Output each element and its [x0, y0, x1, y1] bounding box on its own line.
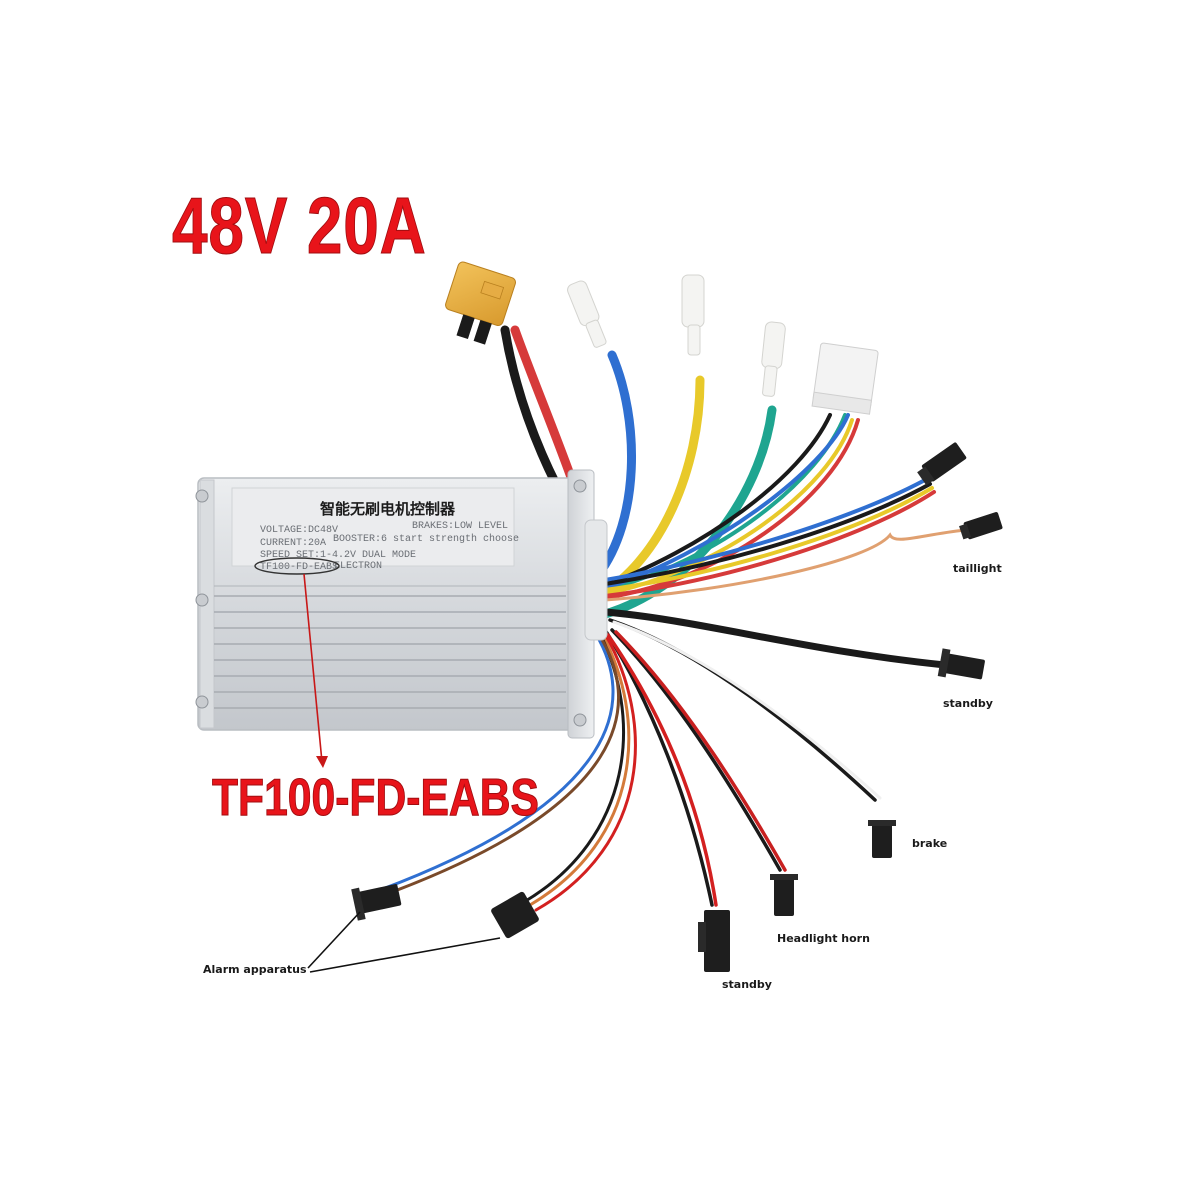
label-standby-right: standby [943, 697, 993, 710]
alarm-connector-1-icon [351, 884, 402, 921]
phase-connector-yellow-icon [681, 274, 705, 356]
voltage-current-title: 48V 20A [172, 181, 427, 270]
phase-connector-blue-icon [567, 280, 607, 348]
plate-maker: ELECTRON [334, 561, 382, 572]
model-callout: TF100-FD-EABS [212, 769, 540, 827]
label-taillight: taillight [953, 562, 1002, 575]
model-arrow-icon [303, 573, 328, 768]
label-headlight-horn: Headlight horn [777, 932, 870, 945]
plate-booster: BOOSTER:6 start strength choose [333, 533, 519, 545]
controller-case: 智能无刷电机控制器 BRAKES:LOW LEVEL VOLTAGE:DC48V… [195, 469, 608, 739]
label-brake: brake [912, 837, 948, 850]
model-highlight-ellipse [254, 557, 340, 575]
alarm-pointer-lines [307, 911, 501, 973]
standby-bottom-connector-icon [698, 910, 730, 972]
label-alarm-apparatus: Alarm apparatus [203, 963, 307, 976]
top-wire-bundle [500, 325, 967, 620]
label-standby-bottom: standby [722, 978, 772, 991]
battery-connector-icon [445, 261, 516, 345]
plate-model: TF100-FD-EABS [260, 562, 338, 573]
bottom-wire-bundle [378, 608, 949, 912]
alarm-connector-2-icon [491, 891, 539, 939]
plate-brakes: BRAKES:LOW LEVEL [412, 521, 508, 532]
headlight-horn-connector-icon [770, 874, 798, 916]
brake-connector-icon [868, 820, 896, 858]
plate-title-cn: 智能无刷电机控制器 [320, 500, 456, 518]
hall-sensor-connector-icon [811, 342, 879, 415]
plate-current: CURRENT:20A [260, 538, 326, 549]
taillight-connector-icon [959, 512, 1003, 540]
standby-right-connector-icon [937, 648, 985, 680]
display-connector-icon [917, 442, 967, 486]
plate-voltage: VOLTAGE:DC48V [260, 525, 338, 536]
phase-connector-green-icon [761, 321, 786, 397]
plate-speed: SPEED SET:1-4.2V DUAL MODE [260, 550, 416, 561]
